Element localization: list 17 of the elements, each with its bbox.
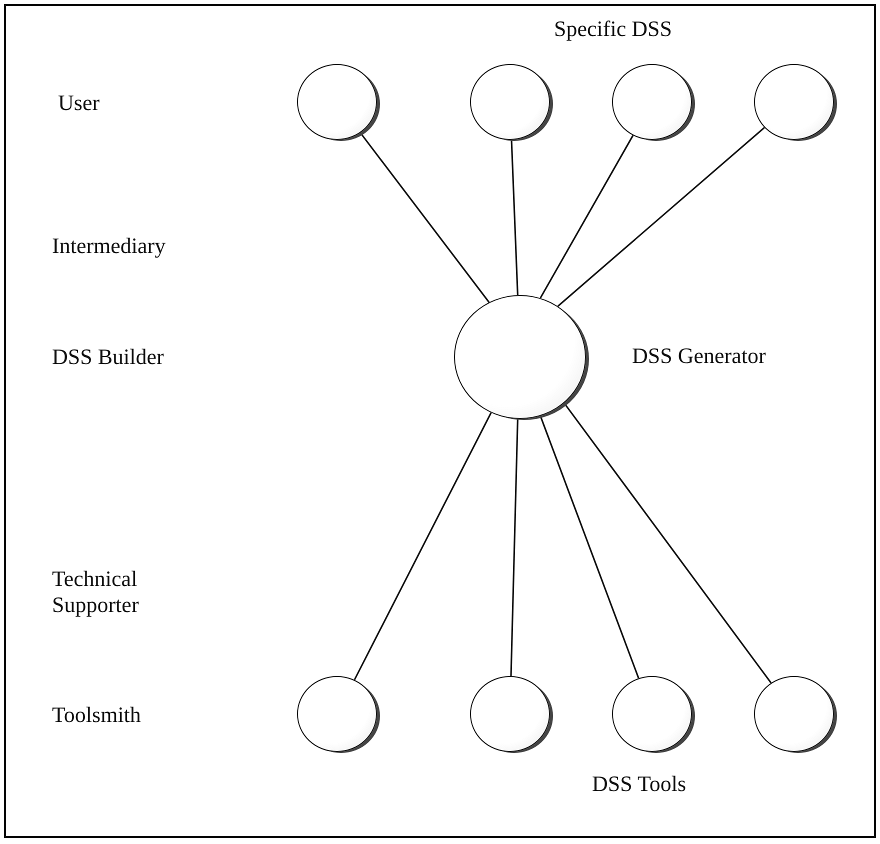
connector-line	[564, 402, 772, 684]
connector-line	[510, 140, 518, 296]
connector-line	[510, 418, 518, 676]
row-label: Intermediary	[52, 233, 166, 260]
connector-line	[540, 135, 634, 298]
connector-line	[360, 132, 490, 303]
row-label: User	[58, 90, 100, 116]
row-label: Toolsmith	[52, 702, 141, 728]
connector-line	[557, 126, 765, 307]
row-label: DSS Builder	[52, 344, 164, 370]
row-label: DSS Tools	[592, 771, 686, 798]
row-label: Technical Supporter	[52, 566, 140, 619]
row-label: Specific DSS	[554, 16, 672, 42]
circle-node	[754, 64, 834, 140]
connector-line	[540, 416, 640, 678]
node-caption: DSS Generator	[632, 343, 766, 370]
connector-line	[354, 412, 492, 680]
